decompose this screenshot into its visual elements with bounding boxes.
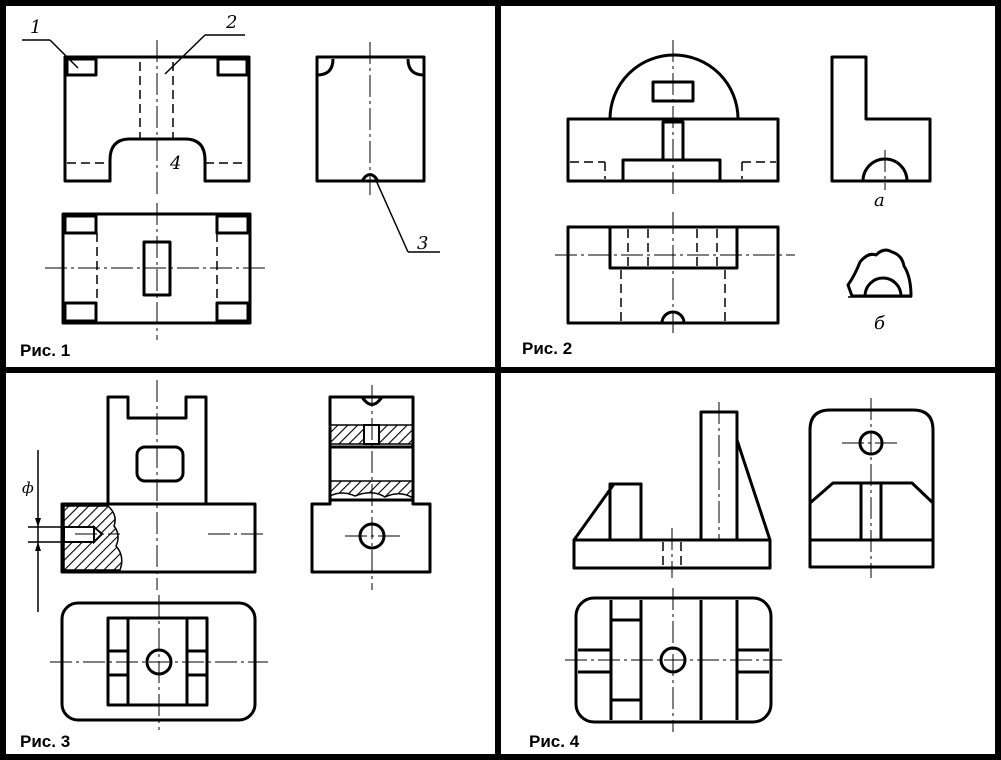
fig1-caption: Рис. 1 <box>20 341 71 360</box>
fig4-front-view <box>572 402 772 578</box>
figure-2-panel <box>501 6 995 367</box>
fig1-front-view <box>63 40 251 195</box>
fig3-label-phi: ф <box>22 479 34 497</box>
fig2-side-view-a <box>830 55 932 190</box>
fig3-top-view <box>50 595 268 730</box>
fig2-section-b <box>846 248 913 298</box>
fig3-caption: Рис. 3 <box>20 732 71 751</box>
fig1-top-view <box>45 203 265 340</box>
fig2-caption: Рис. 2 <box>522 339 573 358</box>
fig2-top-view <box>555 212 795 335</box>
fig1-side-view <box>315 42 426 195</box>
fig3-front-view <box>28 380 265 612</box>
fig4-side-view <box>808 398 935 578</box>
fig2-label-a: а <box>874 190 885 211</box>
fig4-caption: Рис. 4 <box>529 732 580 751</box>
fig1-label-2: 2 <box>226 12 238 33</box>
fig2-front-view <box>566 40 780 195</box>
fig1-label-1: 1 <box>30 17 42 38</box>
fig1-callouts <box>22 34 440 253</box>
fig4-top-view <box>565 588 782 732</box>
fig1-label-4: 4 <box>170 153 182 174</box>
fig3-side-view <box>310 385 432 590</box>
fig2-label-b: б <box>874 313 885 334</box>
fig1-label-3: 3 <box>417 233 429 254</box>
figure-4-panel <box>501 373 995 754</box>
